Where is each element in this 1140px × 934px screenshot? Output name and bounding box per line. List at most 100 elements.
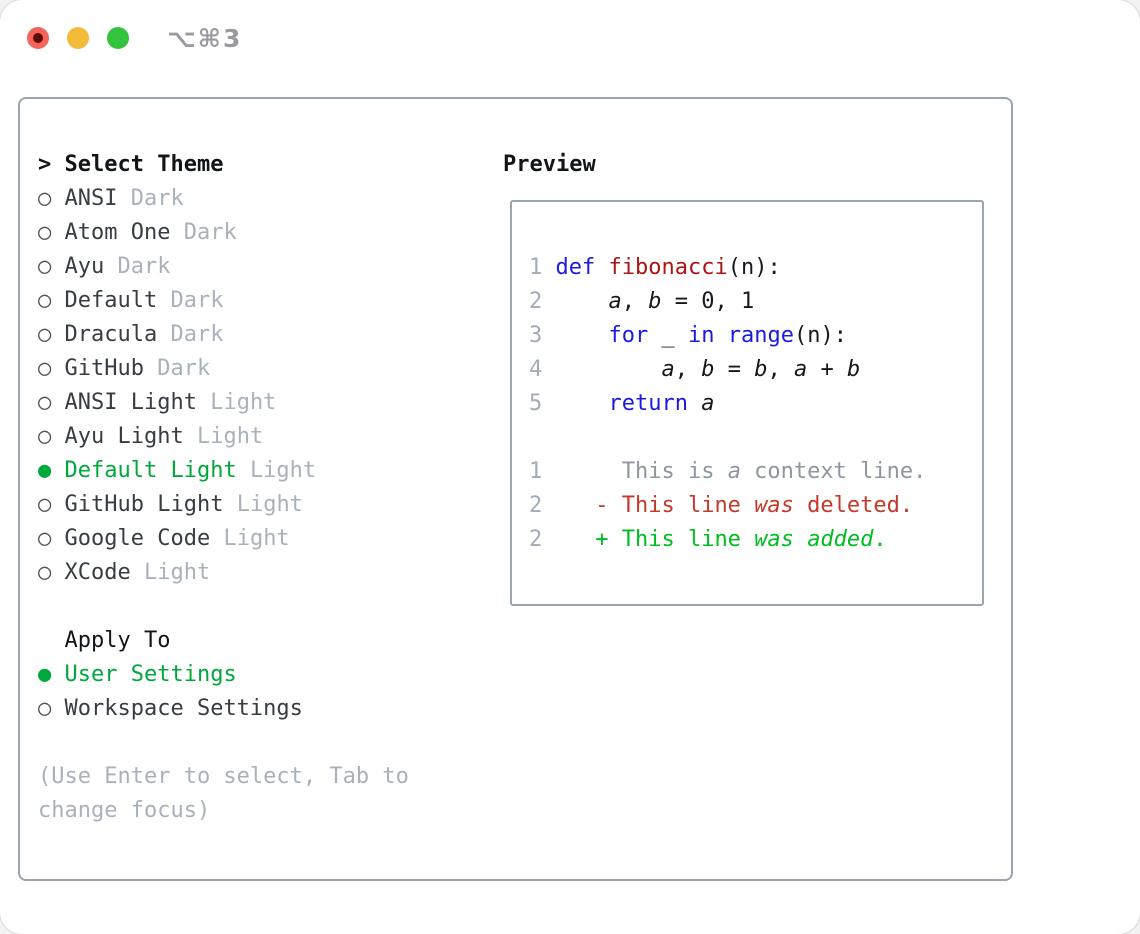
code-segment [556, 357, 662, 382]
code-segment: fibonacci [608, 255, 728, 280]
theme-option[interactable]: ○ ANSI Dark [38, 182, 316, 216]
radio-selected-icon: ● [38, 662, 52, 687]
theme-variant: Light [223, 526, 290, 551]
theme-name: GitHub [64, 356, 144, 381]
code-segment [595, 255, 608, 280]
theme-variant: Dark [117, 254, 171, 279]
theme-option[interactable]: ○ Google Code Light [38, 522, 316, 556]
code-segment: b [846, 357, 861, 382]
apply-to-header: Apply To [38, 624, 303, 658]
apply-option[interactable]: ○ Workspace Settings [38, 692, 303, 726]
radio-unselected-icon: ○ [38, 186, 52, 211]
diff-deleted-line: 2 - This line was deleted. [529, 489, 982, 523]
theme-name: GitHub Light [64, 492, 224, 517]
theme-option[interactable]: ○ XCode Light [38, 556, 316, 590]
theme-name: ANSI Light [64, 390, 197, 415]
diff-added-line: 2 + This line was added. [529, 523, 982, 557]
theme-name: Ayu Light [64, 424, 184, 449]
theme-name: Ayu [64, 254, 105, 279]
theme-variant: Light [196, 424, 264, 449]
code-line: 4 a, b = b, a + b [529, 353, 982, 387]
code-segment: = 0, 1 [661, 289, 755, 314]
code-segment: . [873, 527, 887, 552]
radio-unselected-icon: ○ [38, 492, 52, 517]
apply-to-section: Apply To ● User Settings○ Workspace Sett… [38, 624, 303, 726]
theme-list: > Select Theme ○ ANSI Dark○ Atom One Dar… [38, 148, 316, 590]
traffic-lights [27, 27, 129, 49]
code-segment: This is [555, 459, 728, 484]
theme-option[interactable]: ○ Ayu Light Light [38, 420, 316, 454]
code-segment: was [754, 493, 794, 518]
code-segment: a [661, 357, 675, 382]
theme-variant: Light [249, 458, 317, 483]
theme-variant: Light [236, 492, 303, 517]
zoom-button[interactable] [107, 27, 129, 49]
code-line: 1 def fibonacci(n): [529, 251, 982, 285]
code-segment: (n): [793, 323, 847, 348]
code-segment: a [727, 459, 741, 484]
code-segment: range [727, 323, 794, 348]
code-segment [714, 323, 727, 348]
focus-caret-icon: > [38, 152, 65, 177]
apply-option-label: User Settings [64, 662, 237, 687]
minimize-button[interactable] [67, 27, 89, 49]
theme-option[interactable]: ○ ANSI Light Light [38, 386, 316, 420]
code-segment: for [608, 323, 649, 348]
titlebar: ⌥⌘3 [0, 0, 1140, 76]
apply-option[interactable]: ● User Settings [38, 658, 303, 692]
theme-option[interactable]: ○ Ayu Dark [38, 250, 316, 284]
code-segment [556, 323, 609, 348]
code-segment [556, 289, 609, 314]
theme-picker-panel: > Select Theme ○ ANSI Dark○ Atom One Dar… [18, 97, 1013, 881]
line-number: 3 [529, 323, 543, 348]
close-button[interactable] [27, 27, 49, 49]
diff-context-line: 1 This is a context line. [529, 455, 982, 489]
theme-option[interactable]: ○ Atom One Dark [38, 216, 316, 250]
theme-variant: Dark [183, 220, 237, 245]
code-segment: added [807, 527, 874, 552]
radio-unselected-icon: ○ [38, 424, 52, 449]
radio-selected-icon: ● [38, 458, 52, 483]
help-line: change focus) [38, 798, 211, 823]
preview-label: Preview [503, 152, 596, 177]
code-segment: , [674, 357, 702, 382]
code-segment: was [754, 527, 794, 552]
theme-option[interactable]: ○ GitHub Light Light [38, 488, 316, 522]
code-segment: b [648, 289, 662, 314]
theme-option[interactable]: ○ Dracula Dark [38, 318, 316, 352]
apply-to-header-label: Apply To [64, 628, 171, 653]
code-segment: (n): [727, 255, 781, 280]
theme-variant: Dark [157, 356, 211, 381]
code-segment: a [701, 391, 715, 416]
code-segment: deleted. [793, 493, 914, 518]
theme-variant: Dark [170, 322, 224, 347]
theme-option[interactable]: ○ GitHub Dark [38, 352, 316, 386]
code-line: 3 for _ in range(n): [529, 319, 982, 353]
line-number: 4 [529, 357, 543, 382]
code-segment: def [555, 255, 596, 280]
blank-line [529, 421, 982, 455]
window-title: ⌥⌘3 [167, 24, 243, 53]
code-segment: return [608, 391, 688, 416]
apply-option-label: Workspace Settings [64, 696, 303, 721]
radio-unselected-icon: ○ [38, 696, 52, 721]
radio-unselected-icon: ○ [38, 322, 52, 347]
code-segment: + This line [555, 527, 755, 552]
theme-option[interactable]: ○ Default Dark [38, 284, 316, 318]
theme-variant: Dark [130, 186, 184, 211]
line-number: 1 [529, 255, 543, 280]
radio-unselected-icon: ○ [38, 356, 52, 381]
code-segment: , [621, 289, 649, 314]
theme-name: Dracula [64, 322, 158, 347]
theme-name: Default [64, 288, 158, 313]
code-segment: , [767, 357, 794, 382]
theme-name: Default Light [64, 458, 237, 483]
code-segment: = [714, 357, 755, 382]
theme-name: Google Code [64, 526, 211, 551]
theme-option[interactable]: ● Default Light Light [38, 454, 316, 488]
code-segment [556, 391, 609, 416]
code-segment: + [807, 357, 847, 382]
code-segment: a [608, 289, 622, 314]
